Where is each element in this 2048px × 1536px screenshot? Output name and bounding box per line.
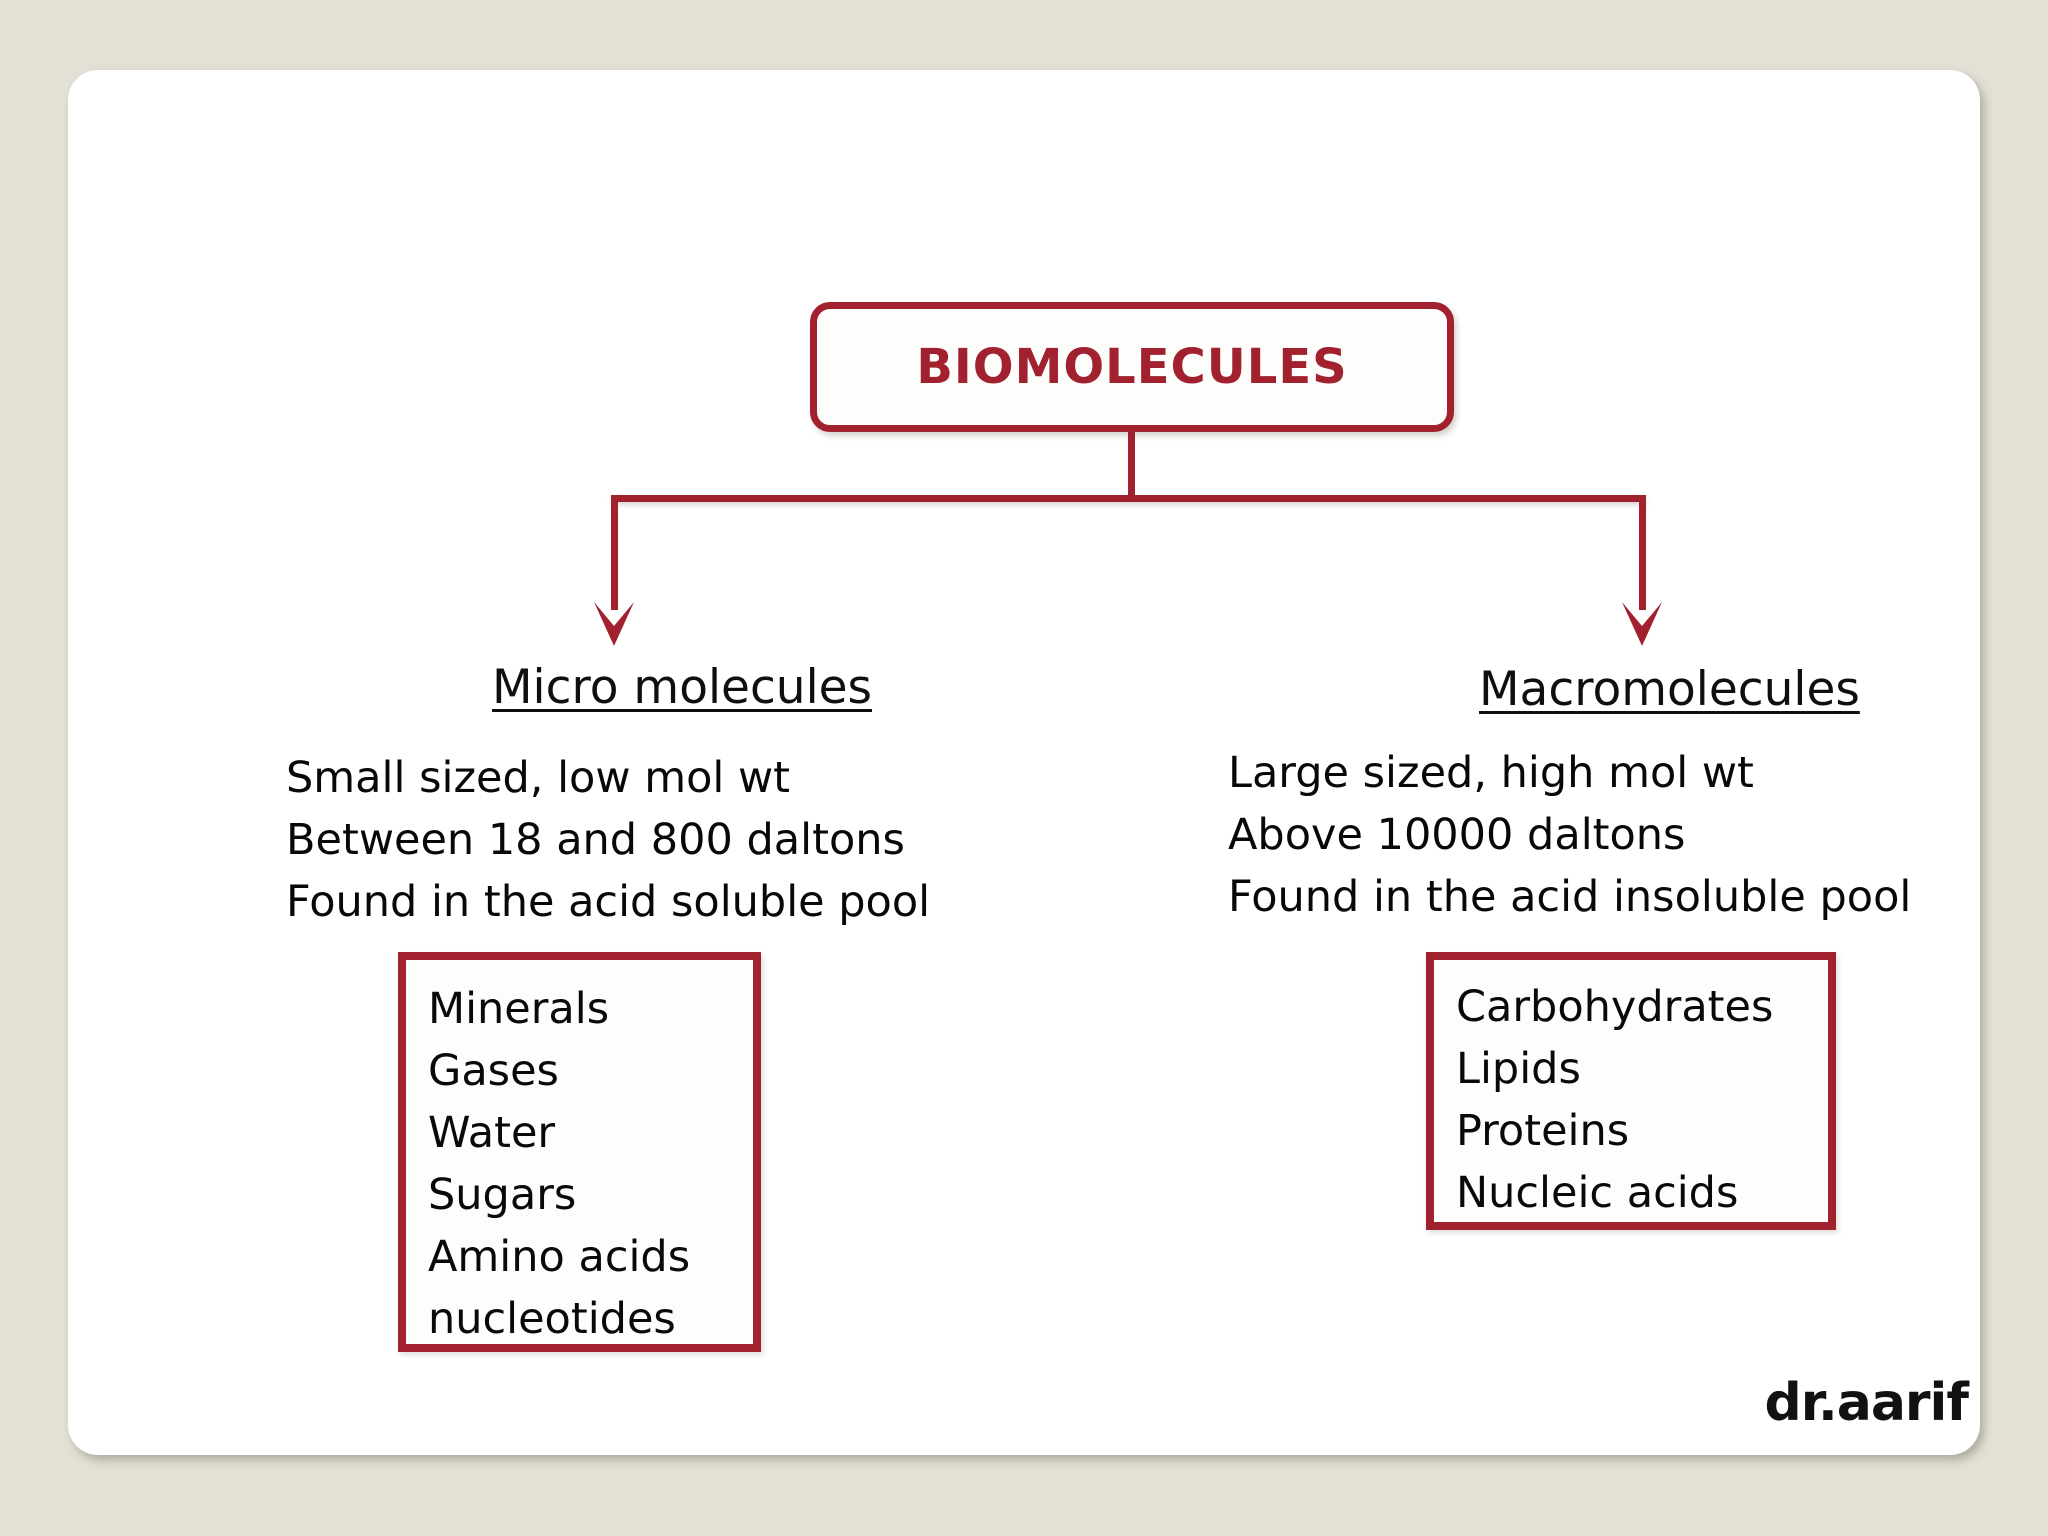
branch-description-macromolecules: Large sized, high mol wt Above 10000 dal…: [1228, 742, 1911, 928]
root-node-label: BIOMOLECULES: [916, 339, 1348, 395]
examples-box-micro-molecules: Minerals Gases Water Sugars Amino acids …: [398, 952, 761, 1352]
description-line: Large sized, high mol wt: [1228, 748, 1754, 798]
examples-list-macro: Carbohydrates Lipids Proteins Nucleic ac…: [1456, 976, 1828, 1224]
examples-box-macromolecules: Carbohydrates Lipids Proteins Nucleic ac…: [1426, 952, 1836, 1230]
examples-list-micro: Minerals Gases Water Sugars Amino acids …: [428, 978, 753, 1350]
connector-left-drop: [611, 495, 618, 610]
connector-stem-vertical: [1128, 432, 1135, 500]
list-item: Lipids: [1456, 1044, 1581, 1094]
branch-heading-macromolecules: Macromolecules: [1479, 662, 1860, 717]
description-line: Above 10000 daltons: [1228, 810, 1686, 860]
list-item: Gases: [428, 1046, 559, 1096]
list-item: Carbohydrates: [1456, 982, 1774, 1032]
description-line: Found in the acid soluble pool: [286, 877, 931, 927]
slide-card: BIOMOLECULES Micro molecules Small sized…: [68, 70, 1980, 1455]
list-item: nucleotides: [428, 1294, 676, 1344]
connector-horizontal-bar: [611, 495, 1646, 502]
list-item: Water: [428, 1108, 556, 1158]
branch-heading-micro-molecules: Micro molecules: [492, 660, 873, 715]
branch-description-micro-molecules: Small sized, low mol wt Between 18 and 8…: [286, 747, 930, 933]
description-line: Found in the acid insoluble pool: [1228, 872, 1912, 922]
connector-right-drop: [1639, 495, 1646, 610]
arrow-down-left-icon: [594, 602, 634, 646]
list-item: Nucleic acids: [1456, 1168, 1739, 1218]
list-item: Proteins: [1456, 1106, 1630, 1156]
signature-watermark: dr.aarif: [1764, 1373, 1969, 1433]
description-line: Small sized, low mol wt: [286, 753, 791, 803]
list-item: Amino acids: [428, 1232, 691, 1282]
list-item: Sugars: [428, 1170, 577, 1220]
root-node-biomolecules[interactable]: BIOMOLECULES: [810, 302, 1454, 432]
description-line: Between 18 and 800 daltons: [286, 815, 905, 865]
arrow-down-right-icon: [1622, 602, 1662, 646]
list-item: Minerals: [428, 984, 610, 1034]
